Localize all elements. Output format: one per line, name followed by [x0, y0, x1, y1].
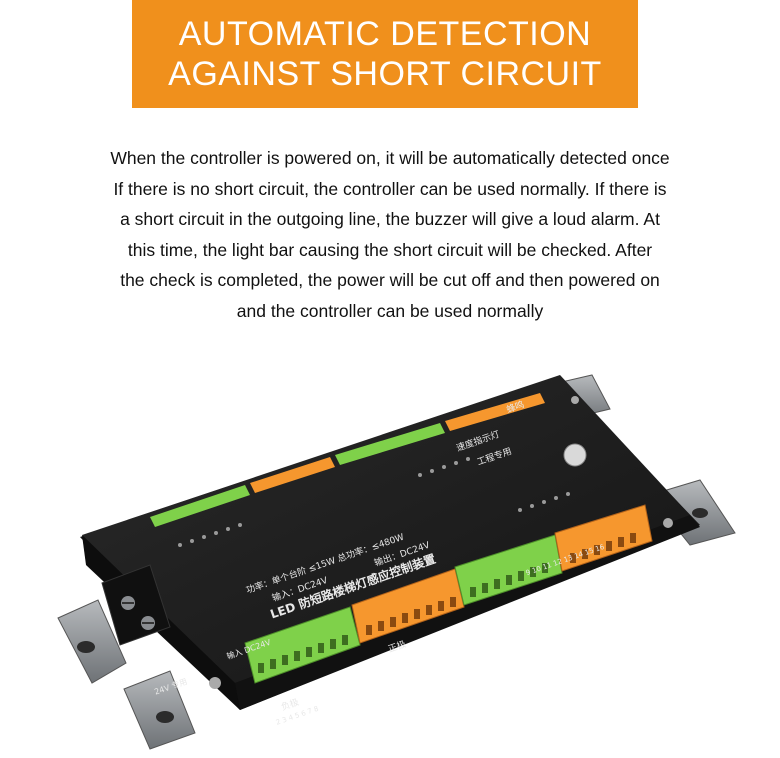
- description-line: the check is completed, the power will b…: [120, 270, 660, 290]
- description-line: this time, the light bar causing the sho…: [127, 239, 653, 260]
- power-input-terminal: [101, 564, 171, 646]
- description-line: and the controller can be used normally: [236, 300, 544, 321]
- headline-line-2: AGAINST SHORT CIRCUIT: [168, 55, 602, 93]
- description-line: If there is no short circuit, the contro…: [113, 178, 667, 199]
- buzzer-icon: [563, 443, 587, 467]
- front-orange-terminal-2: [554, 504, 653, 572]
- front-green-terminal-2: [454, 534, 563, 606]
- headline-banner: AUTOMATIC DETECTION AGAINST SHORT CIRCUI…: [132, 0, 638, 108]
- description-text: When the controller is powered on, it wi…: [20, 143, 760, 326]
- back-terminal-strip: [150, 393, 545, 527]
- controller-product-image: LED 防短路楼梯灯感应控制装置 输入：DC24V 输出：DC24V 功率：单个…: [0, 345, 780, 758]
- front-green-terminal-1: [244, 606, 361, 684]
- screw-icon: [571, 396, 579, 404]
- description-line: When the controller is powered on, it wi…: [110, 148, 670, 168]
- mounting-bracket-left: [57, 599, 196, 750]
- headline-line-1: AUTOMATIC DETECTION: [178, 15, 592, 53]
- controller-illustration: LED 防短路楼梯灯感应控制装置 输入：DC24V 输出：DC24V 功率：单个…: [57, 374, 736, 750]
- front-orange-terminal-1: [351, 568, 465, 644]
- screw-icon: [209, 677, 221, 689]
- description-line: a short circuit in the outgoing line, th…: [120, 209, 660, 229]
- screw-icon: [663, 518, 673, 528]
- led-indicator-row: [178, 457, 570, 547]
